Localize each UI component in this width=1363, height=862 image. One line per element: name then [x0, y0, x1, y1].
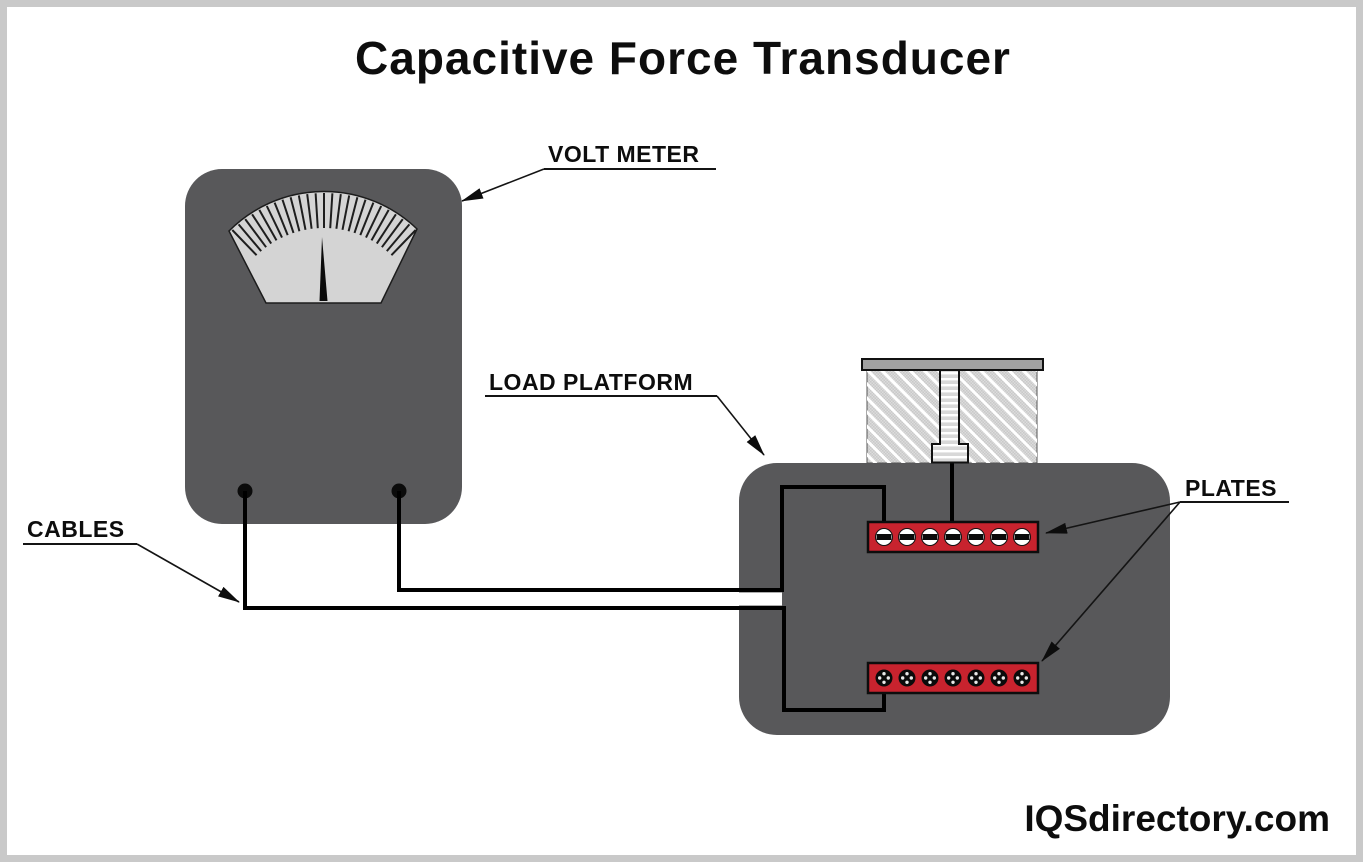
meter-tick: [231, 229, 258, 256]
meter-tick: [359, 202, 375, 236]
screw-dot: [882, 680, 886, 684]
plate-bottom: [866, 661, 1040, 695]
plates-label: PLATES: [1185, 475, 1277, 501]
meter-tick: [281, 199, 295, 234]
volt-meter: [185, 169, 462, 524]
meter-tick: [390, 229, 417, 256]
meter-tick: [353, 199, 367, 234]
page-title: Capacitive Force Transducer: [355, 32, 1011, 84]
screw-phillips-icon: [1013, 669, 1031, 687]
screw-dot: [886, 676, 890, 680]
screw-dot: [978, 676, 982, 680]
screw-dot: [878, 676, 882, 680]
meter-tick: [306, 193, 313, 229]
plate-top: [866, 520, 1040, 554]
cable-entry-notch: [734, 592, 782, 606]
screw-phillips-icon: [875, 669, 893, 687]
screw-dot: [932, 676, 936, 680]
meter-ticks: [231, 193, 417, 256]
meter-tick: [265, 205, 283, 239]
meter-tick: [258, 209, 278, 241]
screw-dot: [997, 680, 1001, 684]
meter-tick: [341, 195, 351, 230]
screw-dot: [974, 680, 978, 684]
meter-tick: [273, 202, 289, 236]
meter-tick: [244, 218, 267, 248]
meter-tick: [370, 209, 390, 241]
load-platform-leader-arrow-icon: [716, 395, 765, 456]
meter-tick: [237, 223, 262, 252]
callout-load-platform: LOAD PLATFORM: [485, 369, 765, 456]
meter-tick: [314, 193, 319, 229]
screw-dot: [1001, 676, 1005, 680]
screw-dot: [955, 676, 959, 680]
screw-dot: [928, 680, 932, 684]
meter-tick: [375, 213, 397, 245]
callout-volt-meter: VOLT METER: [461, 141, 716, 202]
screw-dot: [905, 680, 909, 684]
meter-gauge-face: [228, 190, 418, 304]
screw-dot: [909, 676, 913, 680]
platform-stem: [931, 369, 969, 464]
cable-left: [243, 491, 886, 712]
watermark: IQSdirectory.com: [1024, 798, 1330, 839]
screw-dot: [928, 672, 932, 676]
meter-tick: [297, 195, 307, 230]
screw-phillips-icon: [967, 669, 985, 687]
screw-dot: [924, 676, 928, 680]
volt-meter-label: VOLT METER: [548, 141, 700, 167]
screw-phillips-icon: [898, 669, 916, 687]
screw-dot: [997, 672, 1001, 676]
top-plate-screws: [875, 528, 1031, 546]
screw-dot: [1024, 676, 1029, 680]
screw-dot: [901, 676, 905, 680]
screw-phillips-icon: [921, 669, 939, 687]
screw-dot: [1020, 680, 1024, 684]
cables-label: CABLES: [27, 516, 125, 542]
screw-dot: [1020, 672, 1024, 676]
cables-leader-arrow-icon: [136, 543, 240, 603]
meter-tick: [386, 223, 411, 252]
screw-dot: [974, 672, 978, 676]
meter-needle-icon: [319, 237, 328, 301]
callout-plates: PLATES: [1041, 475, 1289, 662]
meter-tick: [335, 193, 342, 229]
meter-tick: [329, 193, 334, 229]
screw-phillips-icon: [944, 669, 962, 687]
callout-cables: CABLES: [23, 516, 240, 603]
screw-dot: [951, 680, 955, 684]
volt-meter-leader-arrow-icon: [461, 168, 545, 202]
meter-tick: [251, 213, 273, 245]
meter-tick: [289, 197, 301, 232]
load-platform: [861, 358, 1044, 464]
platform-top-cap: [861, 358, 1044, 371]
plates-leader-top-arrow-icon: [1045, 501, 1181, 534]
screw-dot: [993, 676, 997, 680]
meter-tick: [365, 205, 383, 239]
meter-tick: [347, 197, 359, 232]
screw-dot: [1016, 676, 1020, 680]
screw-dot: [882, 672, 886, 676]
cable-right: [397, 485, 886, 592]
bottom-plate-screws: [875, 669, 1031, 687]
screw-phillips-icon: [990, 669, 1008, 687]
screw-dot: [905, 672, 909, 676]
load-platform-label: LOAD PLATFORM: [489, 369, 693, 395]
screw-dot: [951, 672, 955, 676]
meter-tick: [381, 218, 404, 248]
screw-dot: [947, 676, 951, 680]
plates-leader-bottom-arrow-icon: [1041, 501, 1181, 662]
screw-dot: [970, 676, 974, 680]
